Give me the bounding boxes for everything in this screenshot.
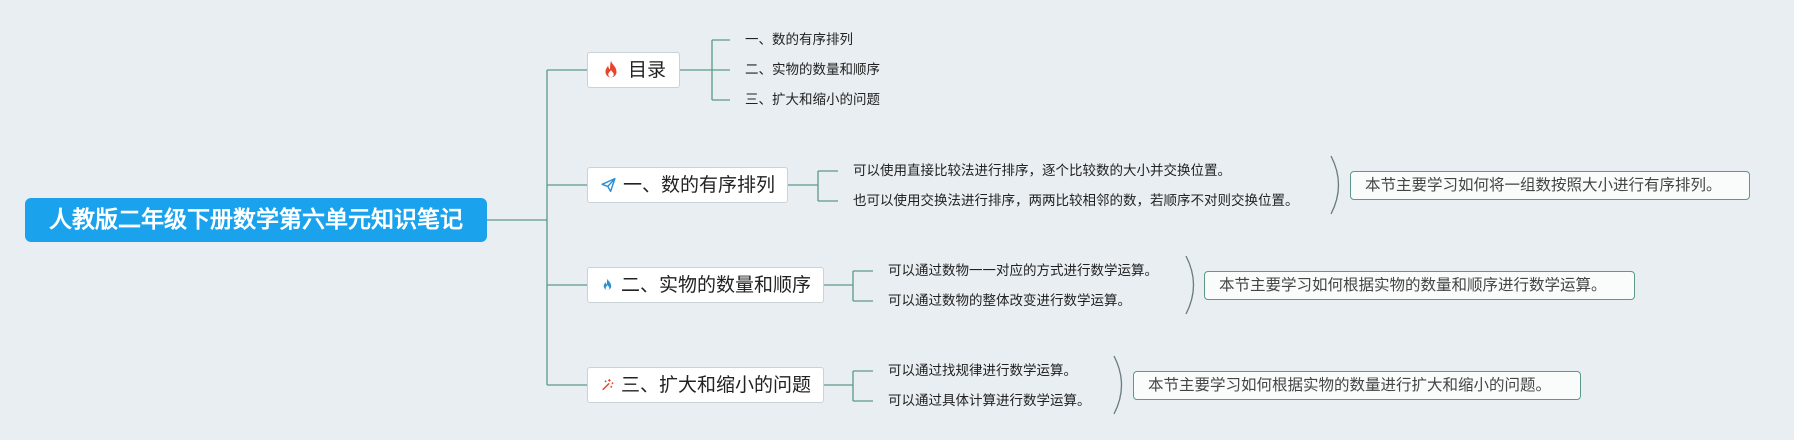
paper-plane-icon (601, 177, 616, 193)
fire-red-icon (605, 60, 617, 78)
leaf-whole-change[interactable]: 可以通过数物的整体改变进行数学运算。 (888, 293, 1131, 309)
leaf-one-to-one[interactable]: 可以通过数物一一对应的方式进行数学运算。 (888, 263, 1158, 279)
root-topic[interactable]: 人教版二年级下册数学第六单元知识笔记 (25, 198, 487, 242)
leaf-specific-calc[interactable]: 可以通过具体计算进行数学运算。 (888, 393, 1091, 409)
contents-item-3[interactable]: 三、扩大和缩小的问题 (745, 92, 880, 108)
summary-quantity-order[interactable]: 本节主要学习如何根据实物的数量和顺序进行数学运算。 (1204, 271, 1635, 300)
topic-contents[interactable]: 目录 (587, 52, 680, 88)
topic-label: 一、数的有序排列 (622, 174, 775, 196)
topic-ordered-numbers[interactable]: 一、数的有序排列 (587, 167, 788, 203)
fire-blue-icon (603, 278, 612, 290)
leaf-direct-compare[interactable]: 可以使用直接比较法进行排序，逐个比较数的大小并交换位置。 (853, 163, 1231, 179)
topic-label: 目录 (628, 59, 667, 81)
contents-item-1[interactable]: 一、数的有序排列 (745, 32, 853, 48)
summary-ordered-numbers[interactable]: 本节主要学习如何将一组数按照大小进行有序排列。 (1350, 171, 1750, 200)
summary-enlarge-shrink[interactable]: 本节主要学习如何根据实物的数量进行扩大和缩小的问题。 (1133, 371, 1581, 400)
contents-item-2[interactable]: 二、实物的数量和顺序 (745, 62, 880, 78)
topic-label: 三、扩大和缩小的问题 (620, 374, 811, 396)
magic-wand-icon (602, 378, 614, 391)
topic-label: 二、实物的数量和顺序 (620, 274, 811, 296)
topic-enlarge-shrink[interactable]: 三、扩大和缩小的问题 (587, 367, 824, 403)
leaf-find-pattern[interactable]: 可以通过找规律进行数学运算。 (888, 363, 1077, 379)
topic-quantity-order[interactable]: 二、实物的数量和顺序 (587, 267, 824, 303)
leaf-swap-method[interactable]: 也可以使用交换法进行排序，两两比较相邻的数，若顺序不对则交换位置。 (853, 193, 1299, 209)
